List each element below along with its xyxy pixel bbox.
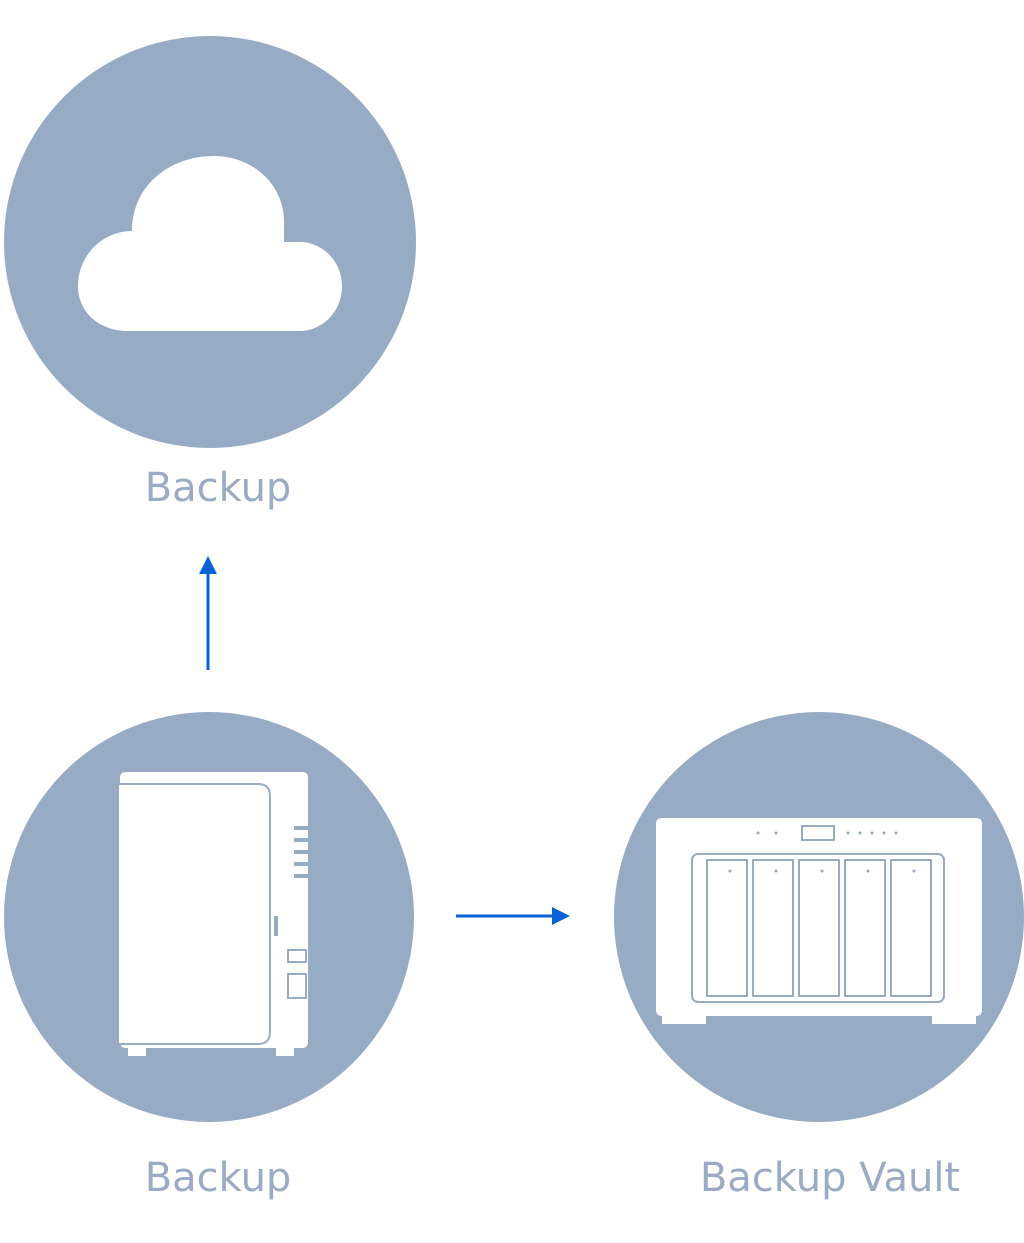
arrow-up-to-cloud (199, 556, 217, 670)
cloud-node-circle (4, 36, 416, 448)
vault-node-label: Backup Vault (699, 1155, 961, 1201)
nas-node-label: Backup (144, 1155, 292, 1201)
vault-node-circle (614, 712, 1024, 1122)
nas-2bay-icon (117, 772, 308, 1056)
nas-5bay-icon (656, 818, 982, 1024)
arrow-right-to-vault (456, 907, 570, 925)
cloud-icon (78, 156, 342, 331)
cloud-node-label: Backup (144, 465, 292, 511)
nas-node-circle (4, 712, 414, 1122)
